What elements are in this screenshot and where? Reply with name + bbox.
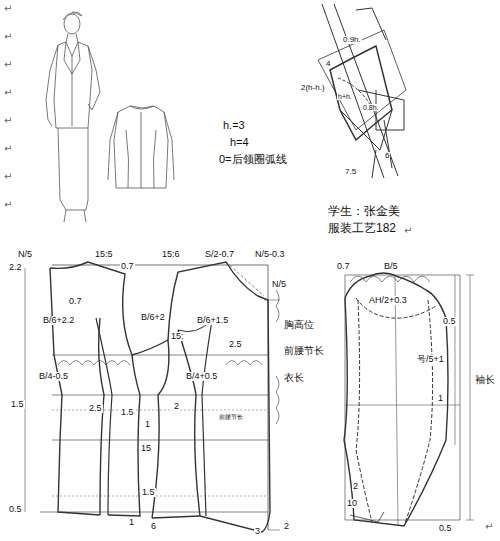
dimension-label: 6 bbox=[150, 522, 157, 531]
paragraph-mark: ↵ bbox=[3, 172, 13, 182]
dimension-label: 前腰节长 bbox=[283, 346, 325, 356]
collar-draft bbox=[318, 4, 406, 178]
paragraph-mark: ↵ bbox=[3, 88, 13, 98]
dimension-label: 胸高位 bbox=[283, 320, 315, 330]
dimension-label: 2.5 bbox=[88, 404, 103, 413]
dimension-label: 0.7 bbox=[336, 262, 351, 271]
paragraph-mark: ↵ bbox=[3, 4, 13, 14]
back-view-sketch bbox=[108, 106, 174, 188]
dimension-label: 2.5 bbox=[228, 340, 243, 349]
dimension-label: h=4 bbox=[229, 137, 250, 148]
dimension-label: 服装工艺182 bbox=[327, 222, 397, 234]
paragraph-mark: ↵ bbox=[3, 32, 13, 42]
dimension-label: 0.5 bbox=[8, 505, 23, 514]
dimension-label: 0.7 bbox=[120, 262, 135, 271]
dimension-label: 2.2 bbox=[8, 263, 23, 272]
dimension-label: 4 bbox=[325, 60, 331, 68]
dimension-label: 2 bbox=[283, 522, 290, 531]
dimension-label: 10 bbox=[346, 499, 358, 508]
dimension-label: 衣长 bbox=[283, 373, 305, 383]
fashion-sketch bbox=[46, 12, 100, 222]
dimension-label: N/5-0.3 bbox=[254, 250, 286, 259]
dimension-label: N/5 bbox=[17, 250, 33, 259]
dimension-label: N/5 bbox=[271, 280, 287, 289]
dimension-label: 1 bbox=[128, 518, 135, 527]
dimension-label: 0.9h. bbox=[342, 36, 362, 44]
dimension-label: h+h. bbox=[337, 93, 353, 100]
dimension-label: 1.5 bbox=[120, 408, 135, 417]
dimension-label: 15:6 bbox=[161, 250, 181, 259]
dimension-label: B/6+2.2 bbox=[42, 316, 75, 325]
paragraph-mark: ↵ bbox=[3, 116, 13, 126]
dimension-label: 学生：张金美 bbox=[327, 205, 401, 217]
dimension-label: 6 bbox=[384, 152, 390, 160]
dimension-label: 15:5 bbox=[94, 250, 114, 259]
dimension-label: B/6+2 bbox=[140, 313, 166, 322]
dimension-label: h.=3 bbox=[222, 120, 246, 131]
paragraph-mark: ↵ bbox=[3, 60, 13, 70]
dimension-label: 0=后领圈弧线 bbox=[218, 154, 288, 165]
dimension-label: 袖长 bbox=[474, 375, 496, 385]
dimension-label: 7.5 bbox=[344, 168, 357, 176]
dimension-label: 15 bbox=[140, 444, 152, 453]
dimension-label: 3 bbox=[254, 527, 261, 536]
dimension-label: 2 bbox=[173, 402, 180, 411]
dimension-label: B/4-0.5 bbox=[38, 372, 69, 381]
paragraph-mark: ↵ bbox=[403, 226, 413, 236]
paragraph-mark: ↵ bbox=[3, 144, 13, 154]
dimension-label: 前腰节长 bbox=[218, 414, 244, 420]
dimension-label: 号/5+1 bbox=[416, 355, 445, 364]
sleeve-pattern bbox=[344, 273, 474, 526]
dimension-label: 0.5 bbox=[438, 524, 453, 533]
dimension-label: AH/2+0.3 bbox=[368, 296, 408, 305]
dimension-label: B/5 bbox=[383, 262, 399, 271]
dimension-label: 0.5 bbox=[442, 317, 457, 326]
dimension-label: 0.7 bbox=[68, 297, 83, 306]
dimension-label: 1 bbox=[144, 420, 151, 429]
paragraph-mark: ↵ bbox=[3, 200, 13, 210]
dimension-label: 2(h-h.) bbox=[300, 84, 326, 92]
dimension-label: 1.5 bbox=[141, 488, 156, 497]
dimension-label: 2 bbox=[352, 482, 359, 491]
dimension-label: S/2-0.7 bbox=[204, 250, 235, 259]
dimension-label: B/4+0.5 bbox=[185, 372, 218, 381]
paragraph-mark: ↵ bbox=[484, 522, 494, 532]
body-pattern bbox=[25, 262, 280, 532]
dimension-label: B/6+1.5 bbox=[196, 316, 229, 325]
dimension-label: 15: bbox=[170, 332, 185, 341]
dimension-label: 0.8h. bbox=[362, 104, 380, 111]
dimension-label: 1 bbox=[437, 394, 444, 403]
dimension-label: 1.5 bbox=[10, 400, 25, 409]
